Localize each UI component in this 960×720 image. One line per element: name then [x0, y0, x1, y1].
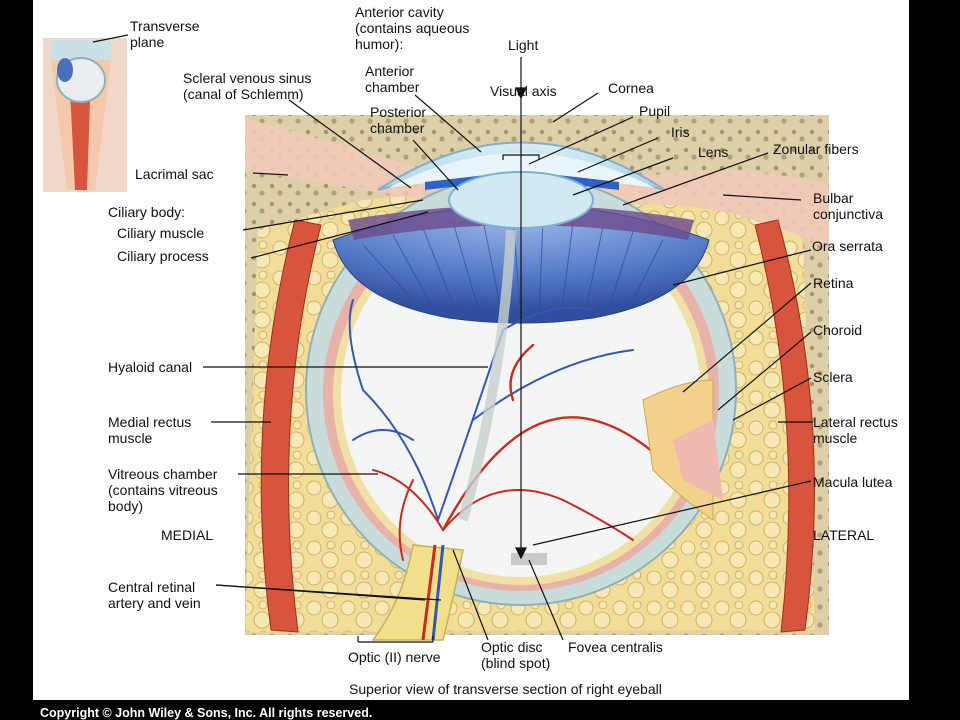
label-sclera: Sclera — [813, 369, 853, 385]
label-optic-nerve: Optic (II) nerve — [348, 649, 441, 665]
label-ciliary-body: Ciliary body: — [108, 204, 186, 220]
label-vitreous-chamber: Vitreous chamber (contains vitreous body… — [108, 466, 218, 514]
label-pupil: Pupil — [639, 103, 671, 119]
label-anterior-chamber: Anterior chamber — [365, 63, 420, 95]
figure-panel: Transverse plane Anterior cavity (contai… — [33, 0, 909, 700]
label-lacrimal-sac: Lacrimal sac — [135, 166, 214, 182]
label-medial: MEDIAL — [161, 527, 214, 543]
label-zonular-fibers: Zonular fibers — [773, 141, 859, 157]
label-central-retinal: Central retinal artery and vein — [108, 579, 201, 611]
label-posterior-chamber: Posterior chamber — [370, 104, 427, 136]
label-fovea-centralis: Fovea centralis — [568, 639, 663, 655]
eyeball-illustration — [43, 34, 829, 643]
label-visual-axis: Visual axis — [490, 83, 557, 99]
label-lateral-rectus: Lateral rectus muscle — [813, 414, 898, 446]
label-iris: Iris — [671, 124, 690, 140]
label-choroid: Choroid — [813, 322, 863, 338]
label-cornea: Cornea — [608, 80, 654, 96]
copyright-notice: Copyright © John Wiley & Sons, Inc. All … — [40, 706, 373, 720]
label-scleral-venous-sinus: Scleral venous sinus (canal of Schlemm) — [183, 70, 312, 102]
label-transverse-plane: Transverse plane — [130, 18, 200, 50]
label-hyaloid-canal: Hyaloid canal — [108, 359, 193, 375]
leader-lines — [92, 34, 813, 643]
label-macula-lutea: Macula lutea — [813, 474, 893, 490]
figure-caption: Superior view of transverse section of r… — [349, 681, 662, 697]
label-ciliary-process: Ciliary process — [117, 248, 209, 264]
label-lateral: LATERAL — [813, 527, 875, 543]
label-optic-disc: Optic disc (blind spot) — [481, 639, 551, 671]
label-ora-serrata: Ora serrata — [812, 238, 883, 254]
label-retina: Retina — [813, 275, 854, 291]
label-medial-rectus: Medial rectus muscle — [108, 414, 192, 446]
label-lens: Lens — [698, 144, 729, 160]
label-ciliary-muscle: Ciliary muscle — [117, 225, 205, 241]
label-bulbar-conjunctiva: Bulbar conjunctiva — [813, 190, 884, 222]
label-anterior-cavity: Anterior cavity (contains aqueous humor)… — [355, 4, 470, 52]
label-light: Light — [508, 37, 539, 53]
